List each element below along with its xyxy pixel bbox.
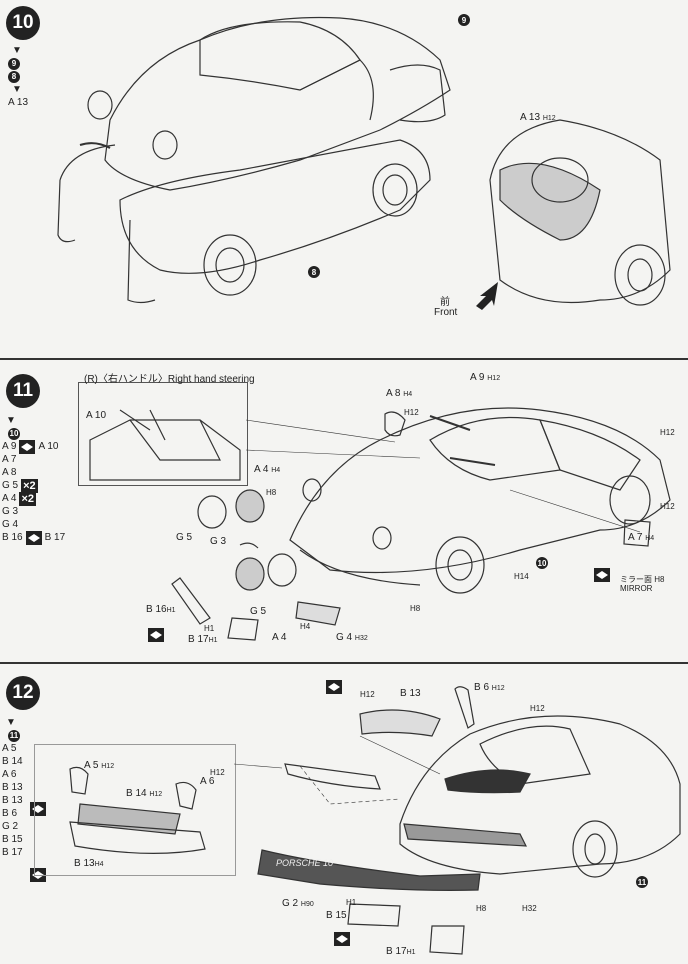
label-b17: B 17H1 <box>188 634 218 645</box>
label-a9: A 9 H12 <box>470 372 501 383</box>
glue-icon-mirror <box>594 568 610 582</box>
step-12-number: 12 <box>6 676 40 710</box>
callout-10: 10 <box>536 557 548 569</box>
down-arrow-icon: ▼ <box>6 414 16 426</box>
label-h4-bottom: H4 <box>300 622 311 631</box>
callout-9: 9 <box>458 14 470 26</box>
down-arrow-icon: ▼ <box>6 716 16 728</box>
step-11-drawing <box>89 407 671 641</box>
label-b13-top: B 13 <box>400 688 421 699</box>
glue-icon-b16 <box>148 628 164 642</box>
label-a8: A 8 H4 <box>386 388 413 399</box>
callout-11: 11 <box>636 876 648 888</box>
seq-callout-9: 9 <box>8 57 20 70</box>
label-b6: B 6 H12 <box>474 682 505 693</box>
glue-icon <box>19 439 36 454</box>
times-two-badge: ×2 <box>21 478 38 493</box>
step-12-drawing <box>69 686 681 955</box>
label-g2: G 2 H90 <box>282 898 314 909</box>
label-a5: A 5 H12 <box>84 760 115 771</box>
label-b14: B 14 H12 <box>126 788 163 799</box>
step-10-sequence: ▼ 9 8 ▼ A 13 <box>8 44 28 109</box>
plate-text: PORSCHE 10 <box>276 858 334 868</box>
label-h12-mirror: H12 <box>404 408 419 417</box>
label-b17: B 17H1 <box>386 946 416 957</box>
wing-assembly-inset <box>34 744 236 876</box>
label-a13: A 13 H12 <box>520 112 556 123</box>
down-arrow-icon: ▼ <box>12 83 22 95</box>
label-g4: G 4 H32 <box>336 632 368 643</box>
label-a6: A 6 <box>200 776 215 787</box>
right-hand-steering-inset <box>78 382 248 486</box>
label-h8: H8 <box>476 904 487 913</box>
step-11-number: 11 <box>6 374 40 408</box>
step-10-panel: 10 ▼ 9 8 ▼ A 13 <box>0 0 688 358</box>
callout-8: 8 <box>308 266 320 278</box>
down-arrow-icon: ▼ <box>12 44 22 56</box>
label-a7: A 7 H4 <box>628 532 655 543</box>
label-h8-bottom: H8 <box>410 604 421 613</box>
front-label-jp: 前 <box>440 297 450 308</box>
label-h14: H14 <box>514 572 529 581</box>
seq-callout-8: 8 <box>8 70 20 83</box>
label-a4-top: A 4 H4 <box>254 464 281 475</box>
seq-callout-10: 10 <box>8 427 20 440</box>
label-h1-b17: H1 <box>204 624 215 633</box>
mirror-label-en: MIRROR <box>620 584 653 593</box>
separator-bottom <box>0 662 688 664</box>
inset-title: (R)〈右ハンドル〉Right hand steering <box>84 374 255 385</box>
mirror-label-jp: ミラー面 H8 <box>620 575 665 584</box>
label-h12-wing: H12 <box>360 690 375 699</box>
label-h8-top: H8 <box>266 488 277 497</box>
seq-part-a13: A 13 <box>8 96 29 108</box>
label-b15: B 15 <box>326 910 347 921</box>
times-two-badge: ×2 <box>19 491 37 506</box>
label-h1-b15: H1 <box>346 898 357 907</box>
label-a10: A 10 <box>86 410 107 421</box>
step-12-sequence: ▼ 11 A 5 B 14 A 6 B 13 B 13 B 6 G 2 B 15… <box>2 716 23 858</box>
label-h12-car: H12 <box>530 704 545 713</box>
label-h12-right: H12 <box>660 428 675 437</box>
label-g5-bottom: G 5 <box>250 606 267 617</box>
label-h12-a7: H12 <box>660 502 675 511</box>
label-h12-a6: H12 <box>210 768 225 777</box>
glue-icon <box>25 530 42 545</box>
label-g5-left: G 5 <box>176 532 193 543</box>
step-10-drawing <box>57 16 671 310</box>
separator-top <box>0 358 688 360</box>
label-h32: H32 <box>522 904 537 913</box>
label-a4-bottom: A 4 <box>272 632 287 643</box>
step-12-panel: 12 ▼ 11 A 5 B 14 A 6 B 13 B 13 B 6 G 2 B… <box>0 664 688 964</box>
glue-icon-plate <box>334 932 350 946</box>
step-10-number: 10 <box>6 6 40 40</box>
label-g3: G 3 <box>210 536 227 547</box>
front-label-en: Front <box>434 307 458 318</box>
label-b13-left: B 13H4 <box>74 858 104 869</box>
seq-callout-11: 11 <box>8 729 20 742</box>
label-b16: B 16H1 <box>146 604 176 615</box>
glue-icon-wing <box>326 680 342 694</box>
